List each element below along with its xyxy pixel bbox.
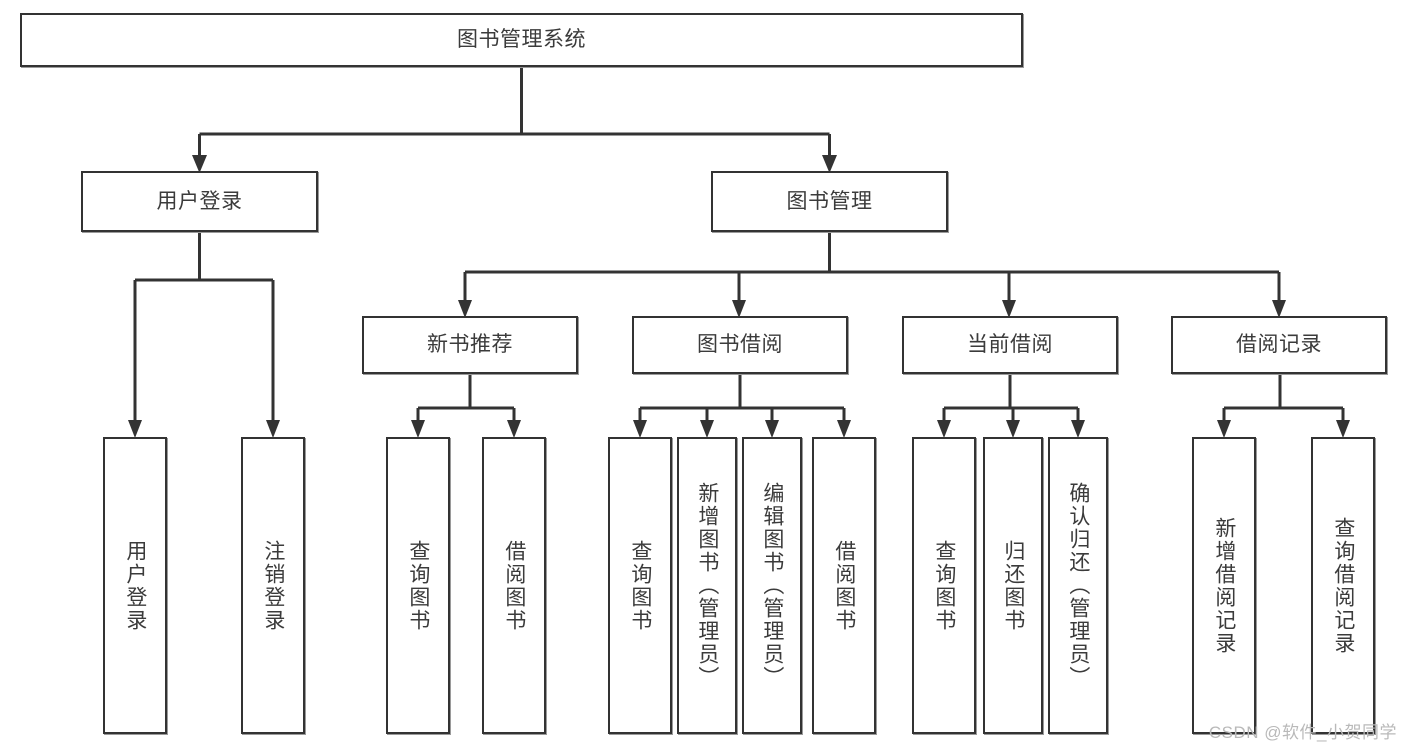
node-root-label: 图书管理系统 (457, 28, 586, 52)
arrow-leaf-add-borrow-record (1217, 420, 1231, 438)
node-leaf-borrow-book[interactable]: 借阅图书 (812, 437, 876, 734)
node-current-borrow[interactable]: 当前借阅 (902, 316, 1118, 374)
node-leaf-edit-book-label: 编辑图书（管理员） (760, 482, 784, 689)
arrow-leaf-return-book (1006, 420, 1020, 438)
node-new-book-recommend-label: 新书推荐 (427, 333, 513, 357)
node-leaf-query-borrow-record[interactable]: 查询借阅记录 (1311, 437, 1375, 734)
node-new-book-recommend[interactable]: 新书推荐 (362, 316, 578, 374)
node-book-manage-label: 图书管理 (786, 189, 873, 213)
node-leaf-edit-book[interactable]: 编辑图书（管理员） (742, 437, 802, 734)
node-user-login[interactable]: 用户登录 (81, 171, 318, 232)
node-leaf-borrow-book-label: 借阅图书 (832, 539, 856, 632)
node-leaf-user-login-label: 用户登录 (123, 539, 147, 632)
node-leaf-query-book-current[interactable]: 查询图书 (912, 437, 976, 734)
node-leaf-confirm-return-label: 确认归还（管理员） (1066, 482, 1090, 689)
node-leaf-logout[interactable]: 注销登录 (241, 437, 305, 734)
node-leaf-query-borrow-record-label: 查询借阅记录 (1331, 516, 1355, 655)
node-borrow-record-label: 借阅记录 (1236, 333, 1322, 357)
csdn-watermark: CSDN @软件_小贺同学 (1208, 723, 1397, 742)
arrow-leaf-confirm-return (1071, 420, 1085, 438)
node-leaf-confirm-return[interactable]: 确认归还（管理员） (1048, 437, 1108, 734)
node-borrow-record[interactable]: 借阅记录 (1171, 316, 1387, 374)
arrow-leaf-borrow-book-recommend (507, 420, 521, 438)
node-leaf-query-book-recommend[interactable]: 查询图书 (386, 437, 450, 734)
node-current-borrow-label: 当前借阅 (967, 333, 1053, 357)
node-book-borrow-label: 图书借阅 (697, 333, 783, 357)
arrow-leaf-edit-book (765, 420, 779, 438)
node-leaf-query-book-borrow-label: 查询图书 (628, 539, 652, 632)
arrow-leaf-query-book-borrow (633, 420, 647, 438)
node-book-manage[interactable]: 图书管理 (711, 171, 948, 232)
node-leaf-add-borrow-record-label: 新增借阅记录 (1212, 516, 1236, 655)
node-leaf-borrow-book-recommend[interactable]: 借阅图书 (482, 437, 546, 734)
node-book-borrow[interactable]: 图书借阅 (632, 316, 848, 374)
node-leaf-logout-label: 注销登录 (261, 539, 285, 632)
node-leaf-borrow-book-recommend-label: 借阅图书 (502, 539, 526, 632)
node-leaf-query-book-recommend-label: 查询图书 (406, 539, 430, 632)
node-leaf-add-borrow-record[interactable]: 新增借阅记录 (1192, 437, 1256, 734)
arrow-leaf-borrow-book (837, 420, 851, 438)
node-leaf-add-book-label: 新增图书（管理员） (695, 482, 719, 689)
node-leaf-add-book[interactable]: 新增图书（管理员） (677, 437, 737, 734)
node-root[interactable]: 图书管理系统 (20, 13, 1023, 67)
arrow-leaf-logout (266, 420, 280, 438)
node-leaf-user-login[interactable]: 用户登录 (103, 437, 167, 734)
node-leaf-return-book-label: 归还图书 (1001, 539, 1025, 632)
arrow-leaf-add-book (700, 420, 714, 438)
node-user-login-label: 用户登录 (156, 189, 243, 213)
node-leaf-query-book-borrow[interactable]: 查询图书 (608, 437, 672, 734)
arrow-leaf-query-borrow-record (1336, 420, 1350, 438)
node-leaf-query-book-current-label: 查询图书 (932, 539, 956, 632)
node-leaf-return-book[interactable]: 归还图书 (983, 437, 1043, 734)
arrow-leaf-query-book-recommend (411, 420, 425, 438)
arrow-leaf-query-book-current (937, 420, 951, 438)
arrow-leaf-user-login (128, 420, 142, 438)
